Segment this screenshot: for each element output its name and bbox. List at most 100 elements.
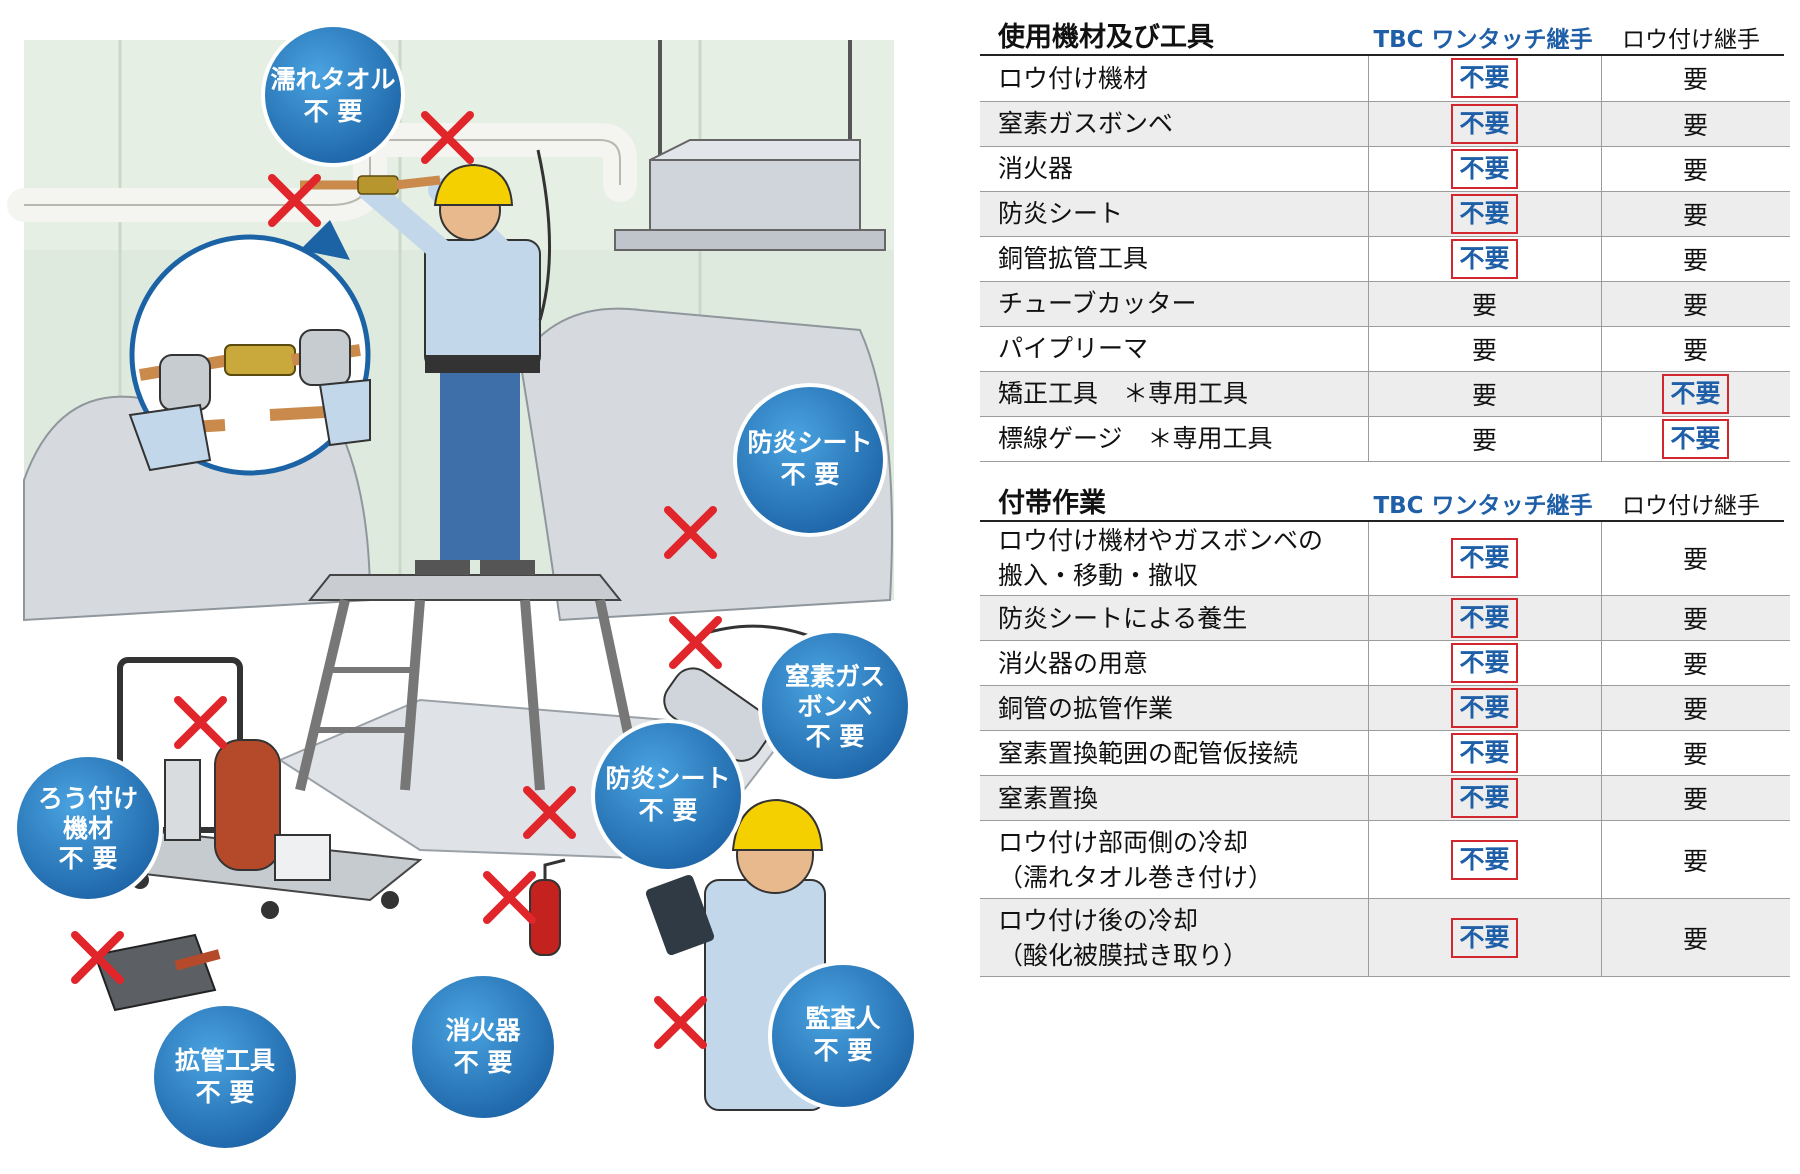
row-label: 窒素置換範囲の配管仮接続 [980, 730, 1369, 776]
not-required-badge: 不要 [1451, 148, 1518, 189]
cross-icon [268, 174, 321, 227]
bubble-brazing: ろう付け 機材 不 要 [13, 753, 163, 903]
bubble-text: 不 要 [814, 1036, 873, 1065]
required-text: 要 [1682, 245, 1708, 275]
inspector [645, 798, 826, 1111]
table1-col-tbc: TBC ワンタッチ継手 [1373, 27, 1593, 53]
row-label-line: （濡れタオル巻き付け） [998, 862, 1274, 892]
work-site-illustration: 濡れタオル 不 要 防炎シート 不 要 窒素ガス ボンベ 不 要 防炎シート 不… [7, 23, 918, 1152]
table-row: パイプリーマ 要 要 [980, 326, 1790, 372]
not-required-badge: 不要 [1451, 103, 1518, 144]
cross-icon [71, 931, 124, 984]
cross-icon [654, 996, 707, 1049]
table2-header: 付帯作業 TBC ワンタッチ継手 ロウ付け継手 [980, 478, 1784, 522]
row-label-line: 銅管拡管工具 [998, 244, 1149, 273]
table-equipment: ロウ付け機材不要要窒素ガスボンベ不要要消火器不要要防炎シート不要要銅管拡管工具不… [980, 56, 1790, 462]
bubble-text: 窒素ガス [785, 662, 885, 691]
stepladder [295, 574, 645, 792]
row-label-line: 標線ゲージ ＊専用工具 [998, 424, 1273, 453]
not-required-badge: 不要 [1451, 688, 1518, 728]
bubble-text: 監査人 [805, 1004, 880, 1033]
table1-header: 使用機材及び工具 TBC ワンタッチ継手 ロウ付け継手 [980, 12, 1784, 56]
row-label: 防炎シート [980, 191, 1369, 237]
table-associated-work: ロウ付け機材やガスボンベの搬入・移動・撤収不要要防炎シートによる養生不要要消火器… [980, 521, 1790, 977]
bubble-text: 拡管工具 [175, 1046, 275, 1075]
row-label-line: 矯正工具 ＊専用工具 [998, 379, 1249, 408]
not-required-badge: 不要 [1451, 538, 1518, 579]
not-required-badge: 不要 [1451, 839, 1518, 880]
row-label: ロウ付け後の冷却（酸化被膜拭き取り） [980, 898, 1369, 977]
not-required-badge: 不要 [1451, 598, 1518, 638]
table-row: 窒素ガスボンベ不要要 [980, 101, 1790, 147]
cross-icon [174, 696, 227, 749]
cell-rou: 要 [1601, 326, 1790, 372]
bubble-text: 濡れタオル [270, 65, 395, 94]
required-text: 要 [1682, 545, 1708, 575]
row-label: 標線ゲージ ＊専用工具 [980, 416, 1369, 462]
cell-tbc: 不要 [1368, 775, 1602, 821]
row-label: 消火器 [980, 146, 1369, 192]
row-label: ロウ付け機材 [980, 56, 1369, 102]
row-label: 銅管の拡管作業 [980, 685, 1369, 731]
row-label: 窒素置換 [980, 775, 1369, 821]
table-row: ロウ付け部両側の冷却（濡れタオル巻き付け）不要要 [980, 820, 1790, 899]
cell-tbc: 不要 [1368, 730, 1602, 776]
required-text: 要 [1471, 335, 1497, 365]
row-label-line: 窒素ガスボンベ [998, 109, 1174, 138]
bubble-text: 機材 [63, 814, 113, 843]
required-text: 要 [1682, 924, 1708, 954]
not-required-badge: 不要 [1451, 778, 1518, 818]
required-text: 要 [1682, 846, 1708, 876]
table-row: 標線ゲージ ＊専用工具 要 不要 [980, 416, 1790, 462]
table1-title: 使用機材及び工具 [998, 22, 1214, 53]
not-required-badge: 不要 [1451, 238, 1518, 279]
bubble-inspector: 監査人 不 要 [768, 961, 918, 1111]
row-label: 矯正工具 ＊専用工具 [980, 371, 1369, 417]
cell-rou: 不要 [1601, 371, 1790, 417]
row-label-line: ロウ付け機材やガスボンベの [998, 526, 1324, 556]
bubble-expander: 拡管工具 不 要 [150, 1002, 300, 1152]
required-text: 要 [1682, 740, 1708, 769]
row-label-line: （酸化被膜拭き取り） [998, 940, 1249, 970]
table-row: 消火器の用意 不要 要 [980, 640, 1790, 686]
cell-rou: 要 [1601, 56, 1790, 102]
row-label-line: パイプリーマ [998, 334, 1149, 363]
required-text: 要 [1682, 650, 1708, 679]
not-required-badge: 不要 [1451, 733, 1518, 773]
cell-tbc: 要 [1368, 326, 1602, 372]
cell-rou: 要 [1601, 281, 1790, 327]
row-label-line: 消火器の用意 [998, 648, 1149, 678]
bubble-text: 不 要 [639, 796, 698, 825]
cell-tbc: 不要 [1368, 898, 1602, 977]
required-text: 要 [1471, 425, 1497, 455]
table2-title: 付帯作業 [998, 487, 1106, 519]
bubble-text: 不 要 [781, 460, 840, 489]
cell-rou: 要 [1601, 775, 1790, 821]
required-text: 要 [1682, 290, 1708, 320]
cell-tbc: 不要 [1368, 685, 1602, 731]
cell-tbc: 不要 [1368, 101, 1602, 147]
cell-tbc: 不要 [1368, 820, 1602, 899]
bubble-text: ボンベ [797, 692, 872, 721]
row-label: 窒素ガスボンベ [980, 101, 1369, 147]
not-required-badge: 不要 [1662, 418, 1729, 459]
row-label-line: ロウ付け機材 [998, 63, 1149, 93]
worker-on-ladder [358, 149, 551, 575]
bubble-wet-towel: 濡れタオル 不 要 [261, 23, 405, 167]
row-label: ロウ付け機材やガスボンベの搬入・移動・撤収 [980, 521, 1369, 596]
bubble-nitrogen: 窒素ガス ボンベ 不 要 [758, 629, 912, 783]
cell-tbc: 不要 [1368, 640, 1602, 686]
cell-tbc: 不要 [1368, 236, 1602, 282]
cell-rou: 要 [1601, 640, 1790, 686]
required-text: 要 [1682, 65, 1708, 95]
row-label: パイプリーマ [980, 326, 1369, 372]
table-row: 銅管拡管工具 不要 要 [980, 236, 1790, 282]
bubble-text: 不 要 [304, 97, 363, 126]
bubble-text: 不 要 [59, 844, 118, 873]
bubble-text: 不 要 [196, 1078, 255, 1107]
row-label-line: 銅管の拡管作業 [998, 693, 1174, 723]
cross-icon [421, 111, 474, 164]
cell-tbc: 不要 [1368, 191, 1602, 237]
required-text: 要 [1682, 605, 1708, 634]
ac-unit [614, 40, 886, 251]
